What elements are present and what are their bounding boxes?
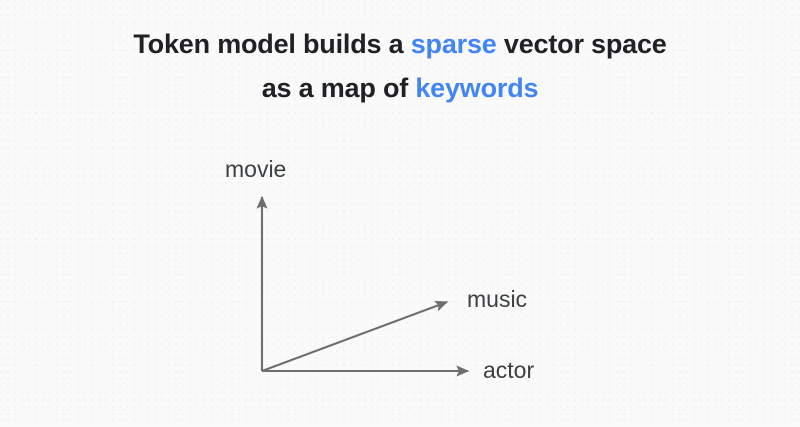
title-line1-segment-3: vector space xyxy=(496,29,667,59)
page-title: Token model builds a sparse vector space… xyxy=(0,22,800,110)
axis-label-music: music xyxy=(467,286,528,312)
axis-label-actor: actor xyxy=(483,357,535,383)
title-line-1: Token model builds a sparse vector space xyxy=(0,22,800,66)
diagonal-vector-line xyxy=(261,300,449,372)
title-line2-segment-1: as a map of xyxy=(261,73,416,103)
title-highlight-sparse: sparse xyxy=(410,29,497,59)
title-line-2: as a map of keywords xyxy=(0,66,800,110)
axis-label-movie: movie xyxy=(225,156,287,182)
title-highlight-keywords: keywords xyxy=(415,73,539,103)
title-line1-segment-1: Token model builds a xyxy=(133,29,411,59)
